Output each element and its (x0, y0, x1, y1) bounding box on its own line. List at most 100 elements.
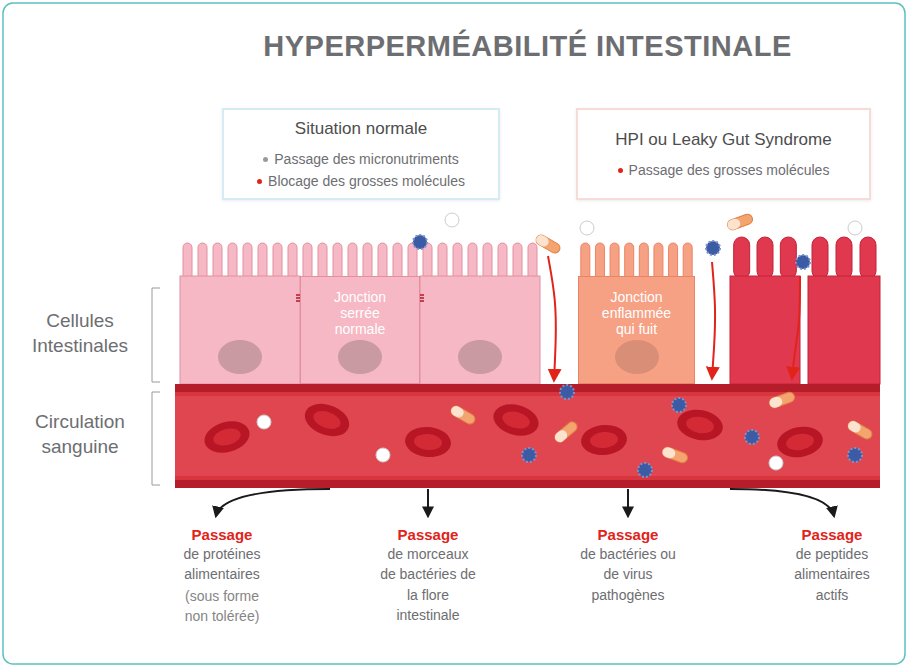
food-peptide (661, 446, 689, 464)
leak-arrow (712, 262, 715, 378)
box-heading: HPI ou Leaky Gut Syndrome (615, 129, 831, 151)
red-blood-cell (490, 400, 542, 441)
food-peptide (553, 420, 579, 444)
passage-heading: Passage (373, 524, 483, 546)
passage-heading: Passage (167, 524, 277, 546)
microbe-particle (796, 255, 810, 269)
vessel-wall (175, 480, 880, 488)
food-peptide (846, 419, 874, 441)
bullet-dot (263, 157, 268, 162)
intestinal-cell (180, 276, 300, 384)
intestinal-cell (730, 276, 800, 384)
food-peptide (449, 404, 477, 426)
bullet-text: Passage des micronutriments (274, 150, 458, 168)
red-blood-cell (675, 406, 726, 444)
microbe-particle (522, 448, 536, 462)
red-blood-cell-center (211, 426, 242, 449)
microvillus (860, 237, 876, 279)
passage-heading: Passage (777, 524, 887, 546)
red-blood-cell-center (785, 432, 815, 453)
red-blood-cell (300, 398, 353, 442)
red-blood-cell-center (685, 415, 715, 436)
intestinal-cell (420, 276, 540, 384)
food-peptide (726, 213, 754, 231)
red-blood-cell-center (589, 431, 618, 449)
blood-vessel (175, 384, 880, 488)
leak-arrow (548, 256, 556, 380)
large-molecule (257, 415, 271, 429)
food-peptide (846, 419, 874, 441)
microbe-particle (638, 463, 652, 477)
info-box: Situation normalePassage des micronutrim… (222, 108, 500, 200)
food-peptide-half (534, 233, 550, 248)
outflow-arrow (730, 489, 834, 516)
food-peptide-half (846, 419, 862, 434)
frame (3, 3, 905, 664)
large-molecule (445, 213, 459, 227)
red-blood-cell (775, 423, 826, 461)
box-heading: Situation normale (295, 118, 427, 140)
red-blood-cell (580, 423, 628, 457)
info-box: HPI ou Leaky Gut SyndromePassage des gro… (576, 108, 871, 200)
layer-label: Circulation sanguine (15, 410, 145, 459)
bullet-dot (618, 168, 623, 173)
food-peptide (768, 391, 796, 409)
intestinal-cell: Jonction serrée normale (300, 276, 420, 384)
food-peptide-half (449, 404, 465, 419)
red-blood-cell (775, 423, 826, 461)
microvillus (836, 237, 852, 279)
microvillus (734, 237, 750, 279)
red-blood-cell (490, 400, 542, 441)
microvillus (780, 237, 796, 279)
bracket (152, 288, 160, 382)
layer-label: Cellules Intestinales (15, 309, 145, 358)
food-peptide (449, 404, 477, 426)
microbe-particle (706, 241, 720, 255)
bullet-line: Passage des micronutriments (263, 150, 458, 168)
red-blood-cell (675, 406, 726, 444)
large-molecule (769, 456, 783, 470)
large-molecule (580, 221, 594, 235)
outflow-arrow (427, 489, 429, 516)
red-blood-cell-center (311, 408, 343, 433)
cell-label: Jonction enflammée qui fuit (593, 289, 681, 337)
bullet-dot (257, 179, 262, 184)
passage-text: de peptides alimentaires actifs (784, 544, 880, 605)
inflamed-cell: Jonction enflammée qui fuit (578, 276, 695, 384)
passage-text: (sous forme non tolérée) (172, 586, 272, 627)
food-peptide-half (768, 395, 784, 409)
passage-text: de protéines alimentaires (174, 544, 270, 585)
red-blood-cell (404, 425, 452, 459)
passage-heading: Passage (573, 524, 683, 546)
food-peptide (661, 446, 689, 464)
bullet-line: Blocage des grosses molécules (257, 172, 465, 190)
red-blood-cell (201, 417, 253, 458)
large-molecule (376, 448, 390, 462)
vessel-wall (175, 384, 880, 392)
microbe-particle (848, 448, 862, 462)
bullet-text: Passage des grosses molécules (629, 161, 830, 179)
microbe-particle (413, 235, 427, 249)
red-blood-cell-center (500, 409, 531, 432)
food-peptide (768, 391, 796, 409)
cell-nucleus (218, 340, 262, 374)
bracket (152, 392, 160, 485)
red-blood-cell (404, 425, 452, 459)
food-peptide (553, 420, 579, 444)
cell-nucleus (615, 340, 659, 374)
red-blood-cell (201, 417, 253, 458)
diagram-title: HYPERPERMÉABILITÉ INTESTINALE (200, 30, 855, 63)
food-peptide-half (661, 446, 677, 460)
outflow-arrow (216, 489, 330, 516)
passage-text: de bactéries ou de virus pathogènes (580, 544, 676, 605)
cell-nucleus (338, 340, 382, 374)
microvillus (812, 237, 828, 279)
intestinal-cell (808, 276, 880, 384)
food-peptide (534, 233, 562, 255)
microbe-particle (560, 385, 574, 399)
cell-nucleus (458, 340, 502, 374)
large-molecule (848, 221, 862, 235)
leak-arrow (792, 276, 800, 378)
bullet-text: Blocage des grosses molécules (268, 172, 465, 190)
